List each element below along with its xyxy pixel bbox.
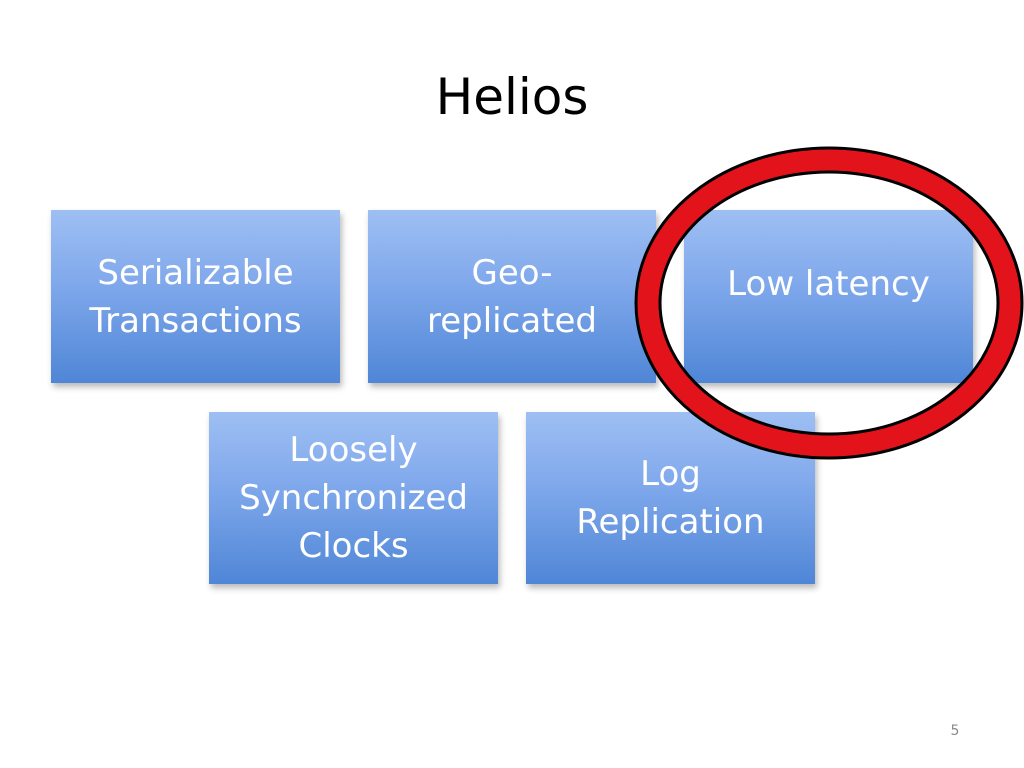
geo-replicated-label: Geo- replicated — [427, 252, 597, 341]
low-latency-label: Low latency — [727, 263, 930, 304]
low-latency-box: Low latency — [684, 210, 973, 383]
loosely-synchronized-clocks-label: Loosely Synchronized Clocks — [239, 430, 468, 566]
serializable-transactions-box: Serializable Transactions — [51, 210, 340, 383]
page-number: 5 — [950, 723, 960, 739]
loosely-synchronized-clocks-box: Loosely Synchronized Clocks — [209, 412, 498, 584]
slide-title: Helios — [435, 68, 589, 126]
log-replication-label: Log Replication — [576, 454, 765, 542]
geo-replicated-box: Geo- replicated — [368, 210, 656, 383]
serializable-transactions-label: Serializable Transactions — [89, 252, 302, 341]
log-replication-box: Log Replication — [526, 412, 815, 584]
